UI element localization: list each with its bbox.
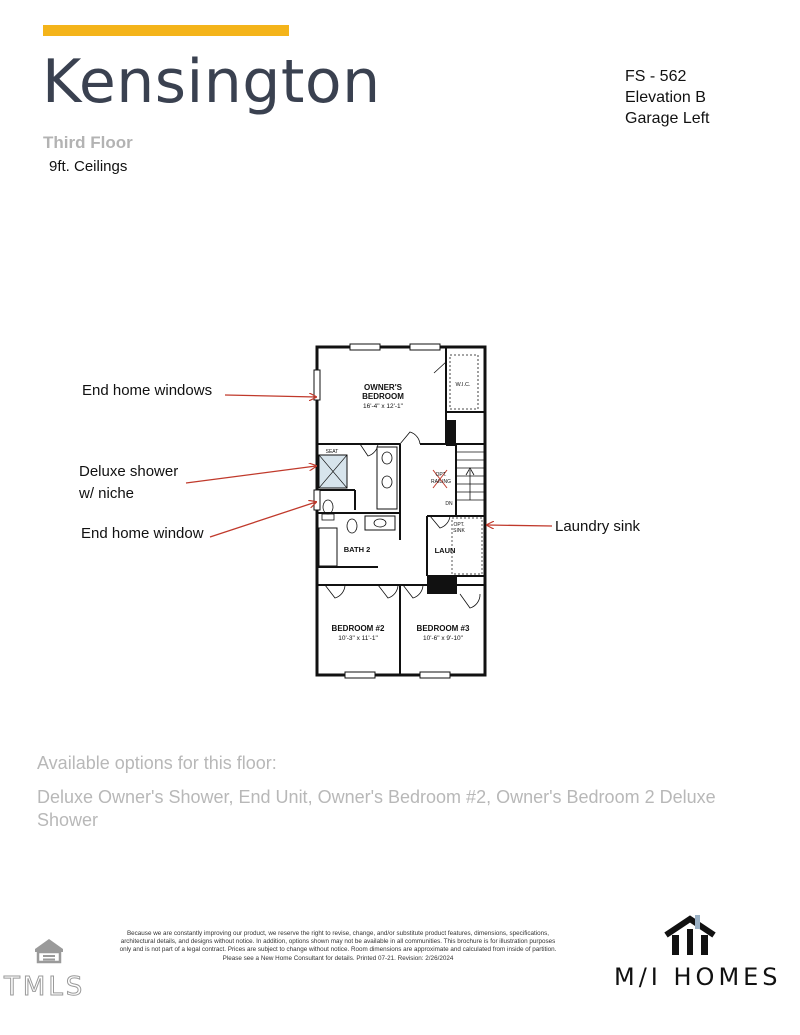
dn-label: DN bbox=[445, 501, 453, 507]
bedroom2-label: BEDROOM #2 bbox=[332, 624, 385, 633]
arrow-end-home-window bbox=[209, 502, 316, 538]
accent-bar bbox=[43, 25, 289, 36]
callout-deluxe-shower-1: Deluxe shower bbox=[79, 463, 179, 480]
floor-label: Third Floor bbox=[43, 133, 133, 152]
elevation-label: Elevation B bbox=[625, 89, 706, 106]
disclaimer: Because we are constantly improving our … bbox=[119, 930, 557, 962]
mls-logo: TMLS bbox=[3, 972, 86, 1003]
options-list: Deluxe Owner's Shower, End Unit, Owner's… bbox=[37, 787, 716, 830]
opt-sink-label-1: OPT. bbox=[453, 522, 464, 528]
options-heading: Available options for this floor: bbox=[37, 753, 277, 773]
seat-label: SEAT bbox=[326, 449, 339, 455]
bedroom3-dims: 10'-6" x 9'-10" bbox=[423, 635, 464, 642]
callout-deluxe-shower-2: w/ niche bbox=[79, 485, 135, 502]
owners-bedroom-label: OWNER'S bbox=[364, 383, 403, 392]
equal-housing-lender-icon bbox=[35, 939, 63, 964]
wic-label: W.I.C. bbox=[456, 382, 471, 388]
opt-railing-label-1: OPT. bbox=[435, 472, 446, 478]
bedroom3-label: BEDROOM #3 bbox=[417, 624, 470, 633]
plan-info: FS - 562 Elevation B Garage Left bbox=[625, 66, 710, 129]
garage-label: Garage Left bbox=[625, 110, 710, 127]
callout-end-home-windows: End home windows bbox=[82, 382, 213, 399]
callout-end-home-window: End home window bbox=[81, 525, 204, 542]
arrow-end-home-windows bbox=[224, 395, 316, 397]
opt-railing-label-2: RAILING bbox=[431, 479, 451, 485]
plan-code: FS - 562 bbox=[625, 68, 687, 85]
mi-homes-house-icon bbox=[664, 915, 716, 955]
laun-label: LAUN bbox=[435, 546, 456, 555]
bedroom2-dims: 10'-3" x 11'-1" bbox=[338, 635, 378, 642]
owners-bedroom-label-2: BEDROOM bbox=[362, 392, 404, 401]
opt-sink-label-2: SINK bbox=[453, 528, 465, 534]
owners-bedroom-dims: 16'-4" x 12'-1" bbox=[363, 403, 404, 410]
callout-laundry-sink: Laundry sink bbox=[555, 518, 641, 535]
arrow-laundry-sink bbox=[487, 525, 553, 526]
ceiling-label: 9ft. Ceilings bbox=[49, 158, 128, 175]
page-title: Kensington bbox=[42, 47, 381, 117]
brand-name: M/I HOMES bbox=[614, 963, 782, 991]
bath2-label: BATH 2 bbox=[344, 545, 371, 554]
arrow-deluxe-shower bbox=[185, 466, 316, 484]
